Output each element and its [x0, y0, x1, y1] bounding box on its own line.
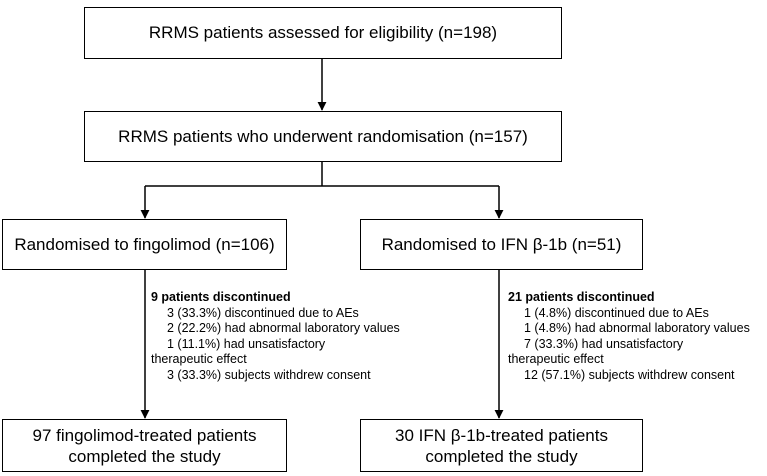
discontinued-right: 21 patients discontinued 1 (4.8%) discon…	[508, 290, 750, 383]
arm-right-box: Randomised to IFN β-1b (n=51)	[360, 219, 643, 270]
discontinued-right-item: 1 (4.8%) discontinued due to AEs	[524, 305, 709, 320]
assessed-box: RRMS patients assessed for eligibility (…	[84, 7, 562, 59]
discontinued-left-item: 3 (33.3%) subjects withdrew consent	[167, 367, 371, 382]
completed-left-line2: completed the study	[68, 446, 221, 466]
discontinued-left-heading: 9 patients discontinued	[151, 290, 291, 304]
arm-left-label: Randomised to fingolimod (n=106)	[14, 234, 275, 254]
completed-right-line2: completed the study	[425, 446, 578, 466]
arm-right-label: Randomised to IFN β-1b (n=51)	[381, 234, 622, 254]
completed-right-box: 30 IFN β-1b-treated patients completed t…	[360, 419, 643, 472]
discontinued-right-item: 1 (4.8%) had abnormal laboratory values	[524, 321, 750, 335]
discontinued-right-heading: 21 patients discontinued	[508, 290, 655, 304]
assessed-label: RRMS patients assessed for eligibility (…	[148, 23, 498, 42]
discontinued-left-item: 1 (11.1%) had unsatisfactory	[167, 336, 326, 351]
discontinued-right-item: 7 (33.3%) had unsatisfactory	[524, 336, 684, 351]
randomised-box: RRMS patients who underwent randomisatio…	[84, 111, 562, 162]
completed-left-line1: 97 fingolimod-treated patients	[32, 425, 257, 445]
discontinued-left-item: 2 (22.2%) had abnormal laboratory values	[167, 321, 400, 335]
randomised-label: RRMS patients who underwent randomisatio…	[118, 126, 528, 146]
discontinued-right-item: therapeutic effect	[508, 352, 604, 366]
discontinued-right-item: 12 (57.1%) subjects withdrew consent	[524, 367, 735, 382]
completed-left-box: 97 fingolimod-treated patients completed…	[2, 419, 287, 472]
completed-right-line1: 30 IFN β-1b-treated patients	[395, 425, 608, 445]
discontinued-left-item: 3 (33.3%) discontinued due to AEs	[167, 305, 359, 320]
discontinued-left: 9 patients discontinued 3 (33.3%) discon…	[151, 290, 400, 383]
arm-left-box: Randomised to fingolimod (n=106)	[2, 219, 287, 270]
discontinued-left-item: therapeutic effect	[151, 352, 247, 366]
